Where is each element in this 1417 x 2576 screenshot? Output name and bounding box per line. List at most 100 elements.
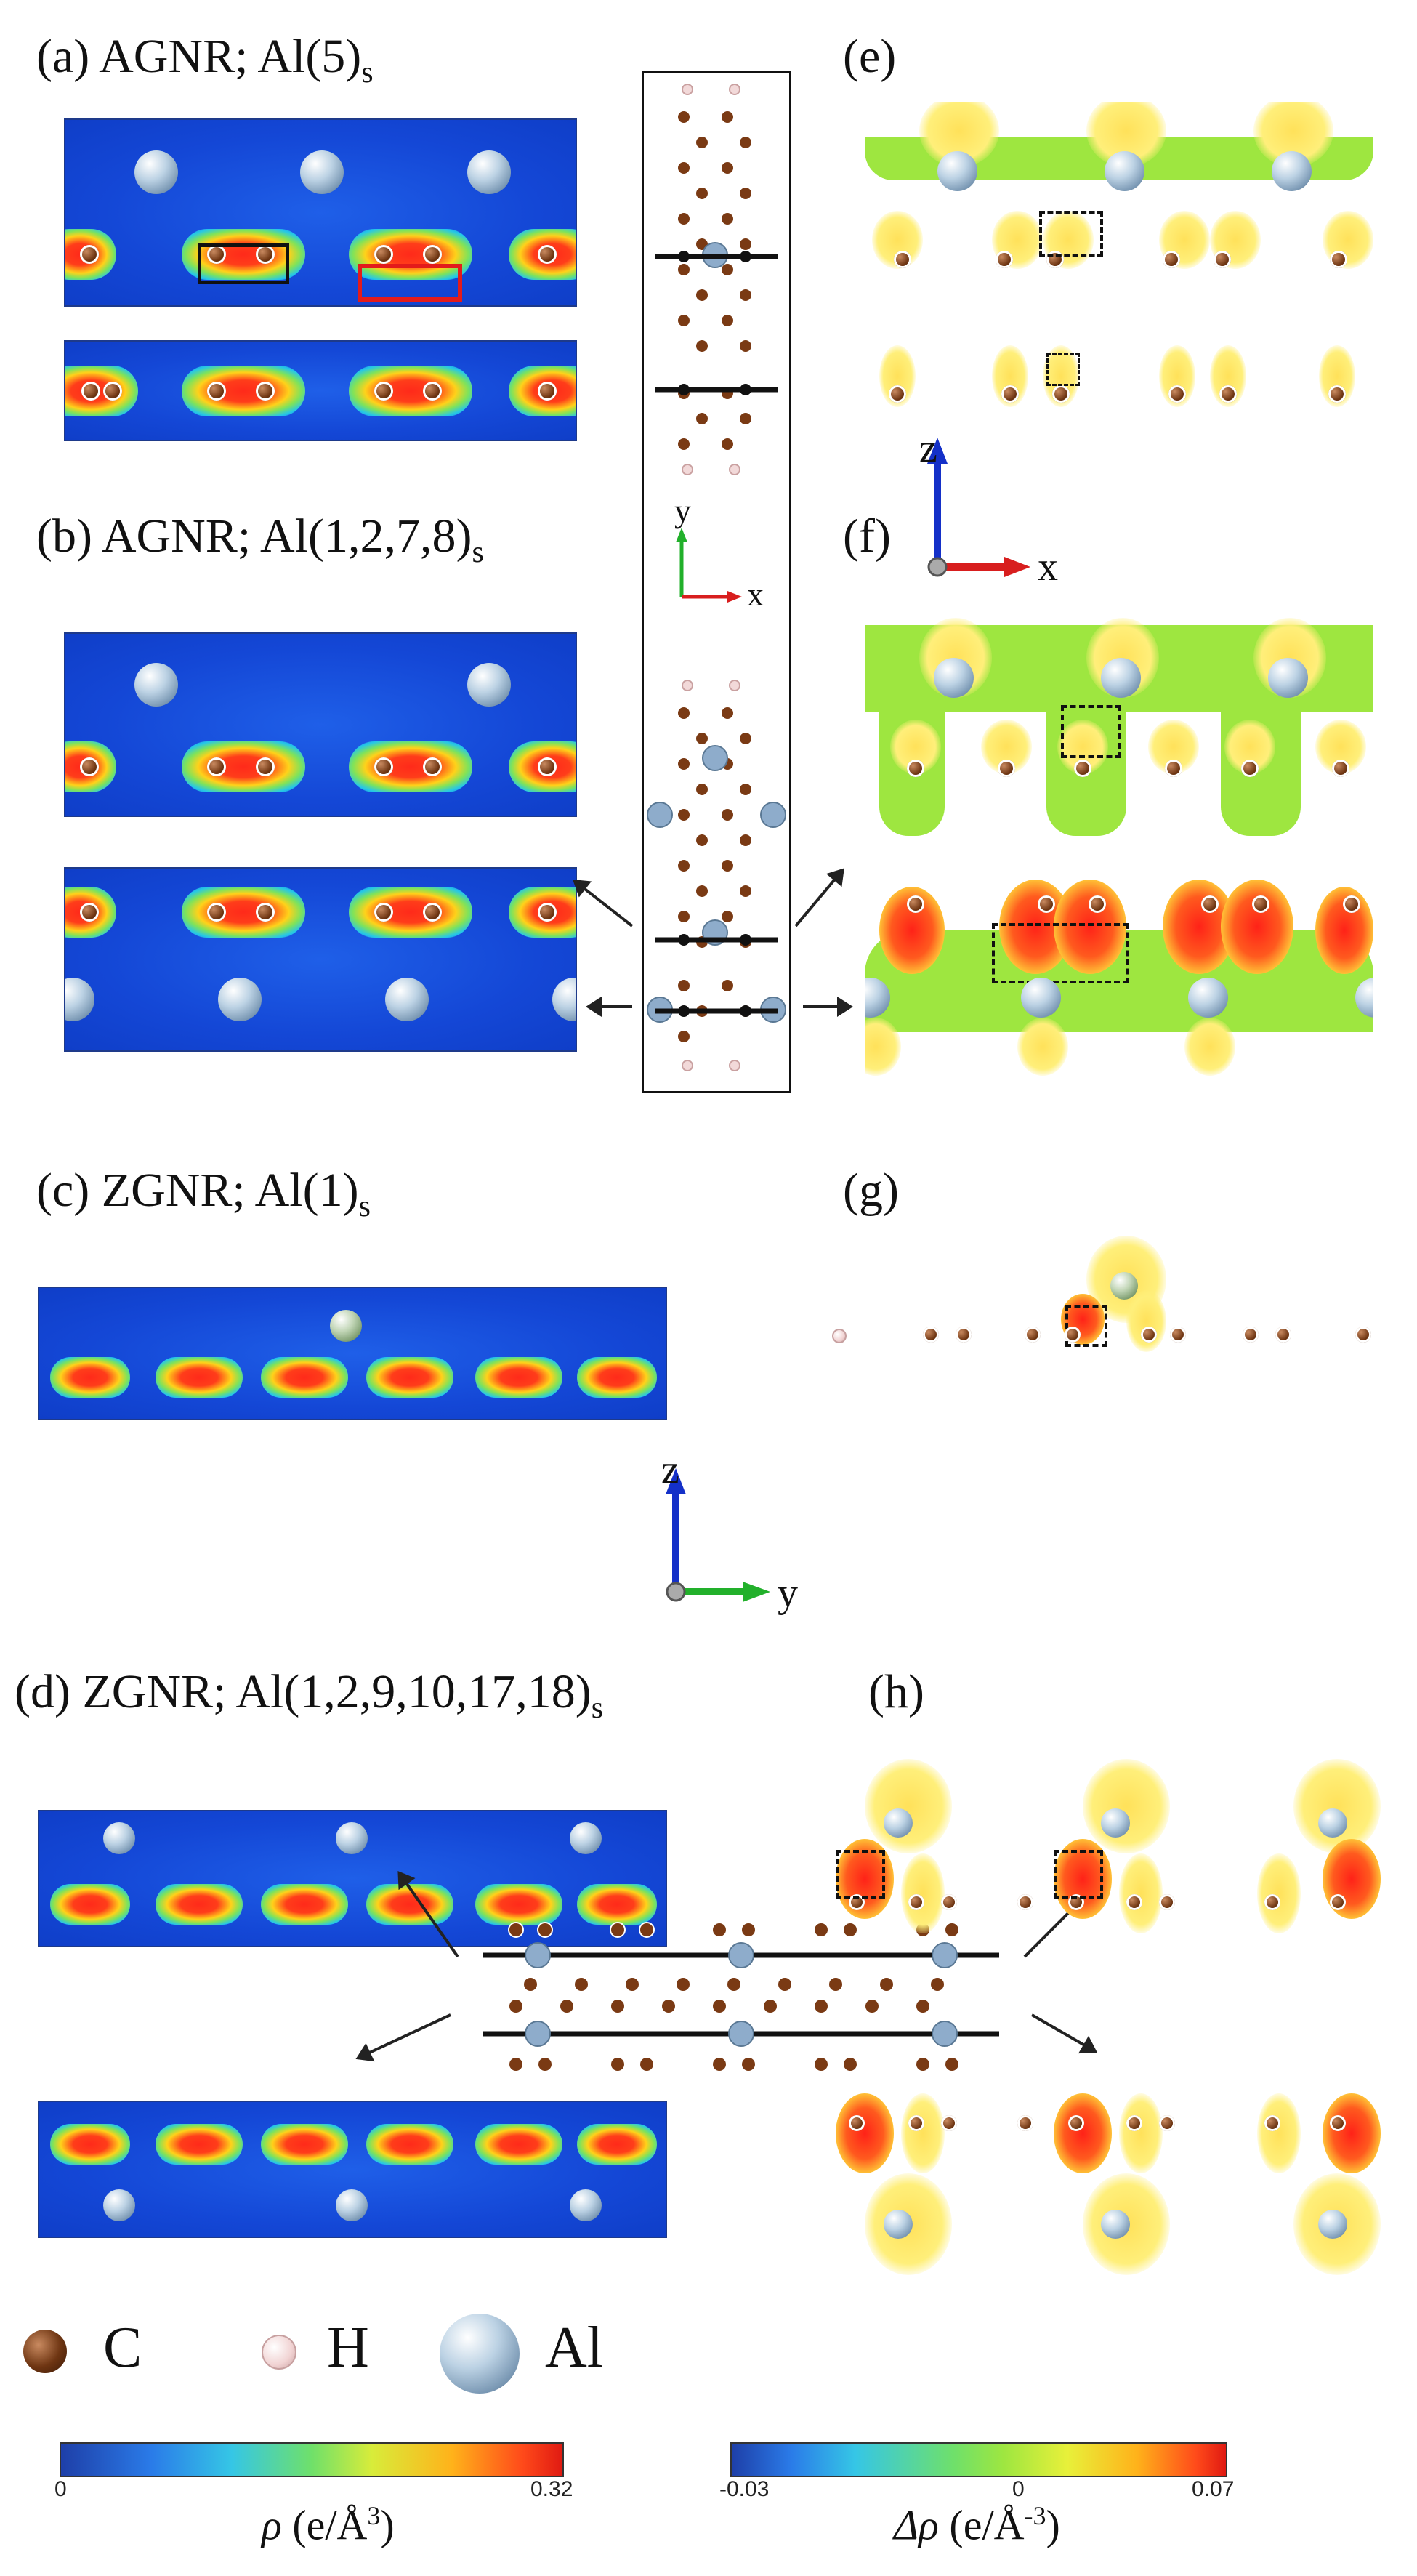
al-atom [330,1310,362,1342]
c-atom [1275,1327,1291,1343]
c-atom [1332,760,1349,777]
c-atom [80,245,99,264]
cc-bond-density [65,366,138,416]
al-atom [1268,658,1308,698]
legend-h-label: H [327,2316,369,2380]
c-atom [923,1327,939,1343]
colorbar-rho-max: 0.32 [530,2477,573,2501]
c-atom [1214,251,1231,268]
al-atom [336,1822,368,1854]
cc-bond-density [577,1357,657,1398]
c-atom [894,251,911,268]
c-atom [1330,251,1347,268]
c-atom [996,251,1013,268]
accumulation-lobe [1054,880,1126,974]
panel-label-h: (h) [868,1665,924,1718]
c-atom [256,757,275,776]
legend-c-label: C [103,2316,142,2380]
c-atom [1074,760,1091,777]
panel-label-d: (d) ZGNR; Al(1,2,9,10,17,18)s [15,1665,604,1726]
c-atom [81,382,100,401]
c-atom [1141,1327,1157,1343]
diff-density-f [865,611,1373,1090]
cc-bond-density [349,887,472,938]
axis-label-z-middle: z [661,1447,679,1492]
c-atom [1355,1327,1371,1343]
isosurface-lobe [1119,2093,1163,2173]
diff-density-h-top [821,1759,1402,1948]
c-atom [1163,251,1180,268]
accumulation-lobe [1054,2093,1112,2173]
c-atom [907,760,924,777]
highlight-box-black [198,243,289,284]
cc-bond-density [261,1884,348,1925]
al-atom [884,2210,913,2239]
panel-label-c: (c) ZGNR; Al(1)s [36,1164,371,1224]
al-atom [570,1822,602,1854]
isosurface-lobe [1119,1853,1163,1933]
c-atom [256,903,275,922]
panel-label-e: (e) [843,30,897,83]
dashed-highlight-box [1054,1850,1103,1899]
al-atom [1101,2210,1130,2239]
h-atom [832,1329,847,1343]
dashed-highlight-box [992,923,1129,983]
c-atom [207,903,226,922]
al-atom [467,150,511,194]
panel-label-g: (g) [843,1164,899,1217]
panel-label-a: (a) AGNR; Al(5)s [36,30,374,90]
axis-label-x-top: x [747,576,764,613]
c-atom [374,903,393,922]
al-atom [552,978,576,1021]
axis-label-z-right: z [919,426,937,471]
axis-label-y-middle: y [778,1571,798,1616]
isosurface-lobe [865,1759,952,1853]
al-atom [218,978,262,1021]
colorbar-drho-mid: 0 [1012,2477,1025,2501]
c-atom [1241,760,1259,777]
c-atom [1038,895,1055,913]
al-atom [1105,151,1144,191]
dashed-highlight-box [1065,1305,1107,1347]
al-atom [937,151,977,191]
cc-bond-density [349,366,472,416]
cc-bond-density [577,1884,657,1925]
c-atom [374,382,393,401]
c-atom [1330,1894,1346,1910]
c-atom [908,1894,924,1910]
c-atom [423,382,442,401]
accumulation-lobe [836,2093,894,2173]
charge-density-map-d-top [38,1810,667,1947]
charge-density-map-c [38,1287,667,1420]
c-atom [1165,760,1182,777]
colorbar-rho [60,2442,564,2477]
cc-bond-density [366,1357,453,1398]
arrow-to-f-bottom [803,997,853,1017]
c-atom [1159,2115,1175,2131]
isosurface-lobe [1017,1018,1068,1076]
c-atom [1052,385,1070,403]
legend-al-swatch [440,2314,520,2394]
al-atom [1318,1808,1347,1838]
cc-bond-density [366,2124,453,2165]
colorbar-rho-min: 0 [54,2477,67,2501]
cc-bond-density [261,1357,348,1398]
charge-density-map-d-bottom [38,2101,667,2238]
accumulation-lobe [1221,880,1293,974]
c-atom [1219,385,1237,403]
zgnr-lattice-svg [483,1922,999,2072]
al-atom [1272,151,1312,191]
cc-bond-density [182,887,305,938]
al-atom [1318,2210,1347,2239]
cc-bond-density [50,1357,130,1398]
c-atom [1264,1894,1280,1910]
highlight-box-red [358,264,462,302]
c-atom [256,382,275,401]
cc-bond-density [475,1884,562,1925]
c-atom [1126,2115,1142,2131]
dashed-highlight-box [1061,705,1121,758]
c-atom [1017,1894,1033,1910]
al-atom [65,978,94,1021]
al-atom [884,1808,913,1838]
cc-bond-density [261,2124,348,2165]
